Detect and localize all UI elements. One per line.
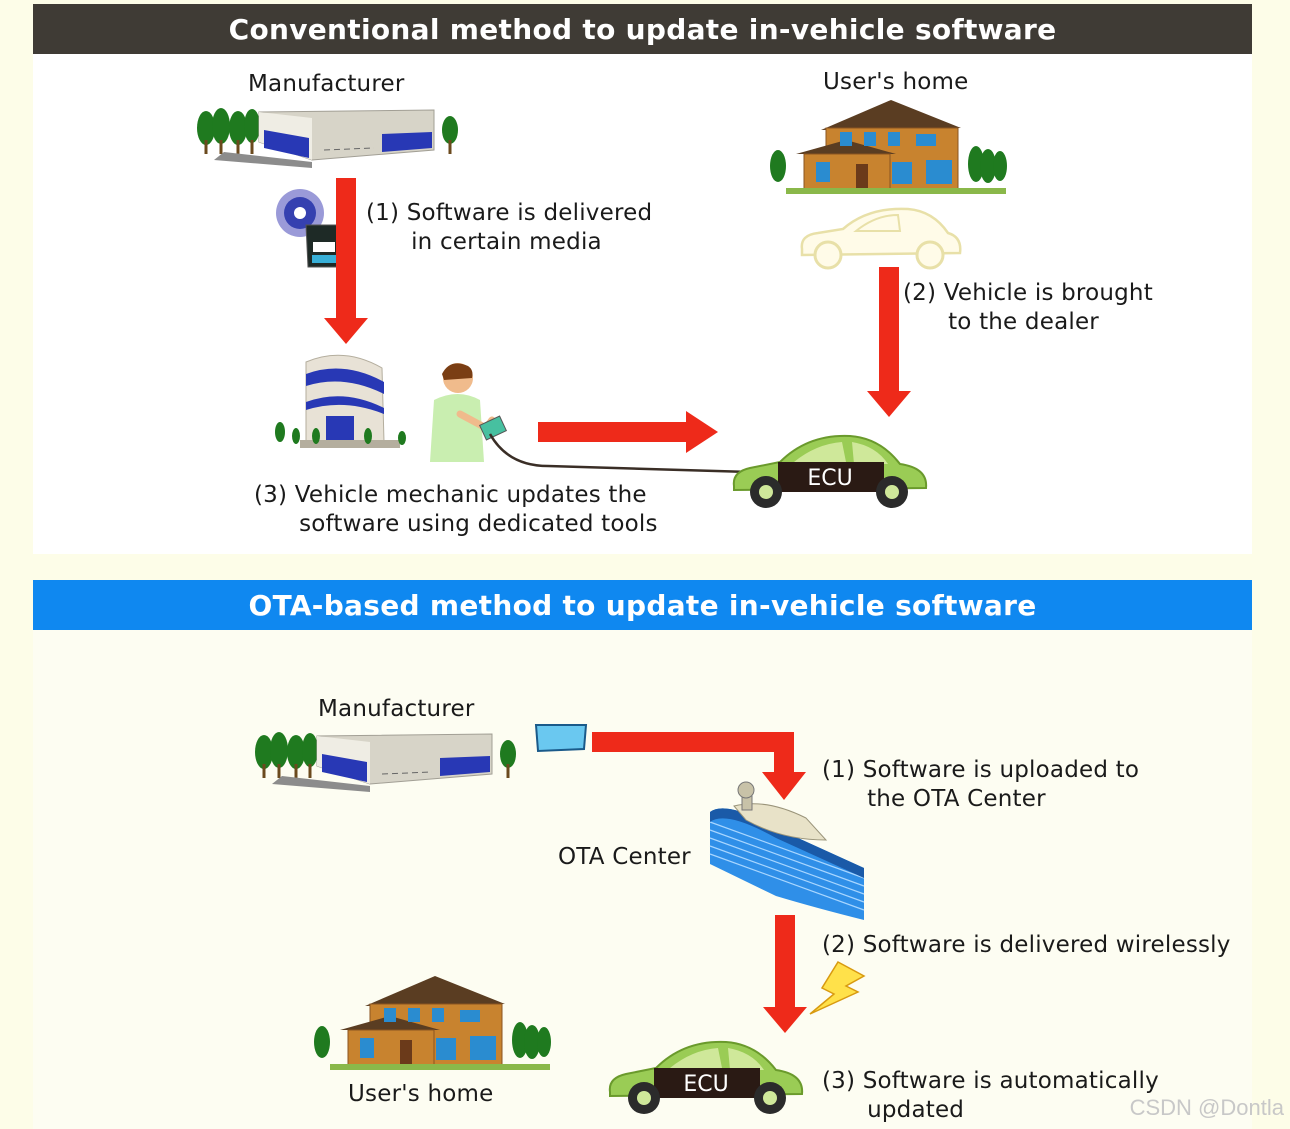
conventional-home-label: User's home: [823, 69, 969, 95]
cable-icon: [488, 433, 751, 474]
conventional-title: Conventional method to update in-vehicle…: [33, 4, 1252, 54]
watermark: CSDN @Dontla: [1129, 1095, 1284, 1120]
media-icon: [276, 189, 341, 268]
conventional-step-1: (1) Software is delivered in certain med…: [366, 200, 653, 255]
car-icon: ECU: [608, 1040, 804, 1114]
factory-icon: [255, 732, 516, 792]
dealer-icon: [275, 354, 406, 448]
arrow-down-icon: [867, 267, 911, 417]
ota-title: OTA-based method to update in-vehicle so…: [33, 580, 1252, 630]
conventional-panel: Conventional method to update in-vehicle…: [33, 4, 1252, 554]
ota-center-label: OTA Center: [558, 844, 691, 870]
ota-manufacturer-label: Manufacturer: [318, 696, 475, 722]
arrow-down-icon: [324, 178, 368, 344]
arrow-right-icon: [538, 411, 718, 453]
lightning-icon: [809, 961, 866, 1015]
ecu-label-top: ECU: [807, 466, 852, 491]
ota-step-3: (3) Software is automatically updated: [822, 1068, 1159, 1123]
arrow-down-icon: [763, 915, 807, 1033]
conventional-step-2: (2) Vehicle is brought to the dealer: [903, 280, 1153, 335]
house-icon: [314, 976, 551, 1070]
factory-icon: [197, 108, 458, 168]
arrow-upload-icon: [592, 732, 806, 800]
car-outline-icon: [800, 207, 962, 270]
ota-center-icon: [709, 781, 865, 920]
ota-home-label: User's home: [348, 1081, 494, 1107]
ota-panel: OTA-based method to update in-vehicle so…: [33, 580, 1252, 1129]
ecu-label-bottom: ECU: [683, 1072, 728, 1097]
conventional-manufacturer-label: Manufacturer: [248, 71, 405, 97]
monitor-icon: [534, 724, 588, 753]
car-icon: ECU: [732, 434, 928, 508]
ota-step-2: (2) Software is delivered wirelessly: [822, 932, 1231, 958]
ota-step-1: (1) Software is uploaded to the OTA Cent…: [822, 757, 1140, 812]
house-icon: [770, 100, 1007, 194]
conventional-step-3: (3) Vehicle mechanic updates the softwar…: [254, 482, 658, 537]
mechanic-icon: [430, 363, 508, 462]
